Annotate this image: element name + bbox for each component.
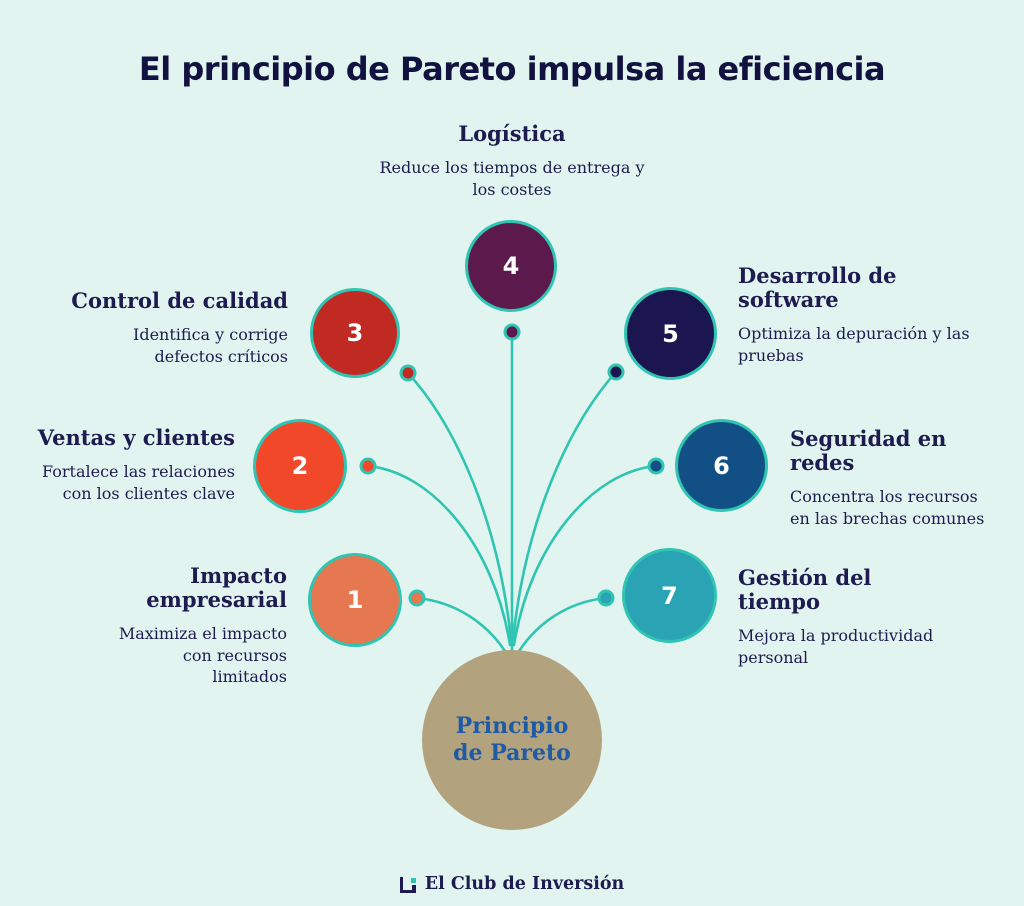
connector-line-1: [415, 596, 510, 658]
center-circle: Principio de Pareto: [422, 650, 602, 830]
node-circle-6: 6: [675, 419, 768, 512]
node-text-3: Control de calidad Identifica y corrige …: [68, 288, 288, 367]
node-text-2: Ventas y clientes Fortalece las relacion…: [20, 425, 235, 504]
connector-dot-7: [597, 589, 615, 607]
node-heading-2: Ventas y clientes: [37, 425, 235, 450]
node-description-1: Maximiza el impacto con recursos limitad…: [118, 624, 287, 687]
node-heading-1: Impacto empresarial: [146, 563, 287, 613]
connector-line-2: [366, 464, 512, 647]
node-text-4: Logística Reduce los tiempos de entrega …: [352, 121, 672, 200]
node-circle-2: 2: [253, 419, 347, 513]
page-title: El principio de Pareto impulsa la eficie…: [138, 50, 886, 88]
node-circle-5: 5: [624, 287, 717, 380]
connector-dot-6: [647, 457, 665, 475]
node-heading-6: Seguridad en redes: [790, 426, 947, 476]
node-circle-3: 3: [310, 288, 400, 378]
connector-dot-1: [408, 589, 426, 607]
footer-brand: El Club de Inversión: [0, 874, 1024, 894]
node-number-2: 2: [291, 452, 309, 480]
club-bracket-logo-icon: [399, 877, 416, 893]
node-description-4: Reduce los tiempos de entrega y los cost…: [379, 158, 645, 199]
center-label: Principio de Pareto: [453, 712, 571, 767]
node-heading-5: Desarrollo de software: [738, 263, 897, 313]
connector-line-7: [514, 596, 608, 658]
node-number-3: 3: [346, 319, 364, 347]
node-text-6: Seguridad en redes Concentra los recurso…: [790, 426, 1002, 529]
node-description-5: Optimiza la depuración y las pruebas: [738, 324, 970, 365]
connector-dot-2: [359, 457, 377, 475]
node-circle-4: 4: [465, 220, 557, 312]
node-number-7: 7: [661, 581, 678, 610]
connector-dot-4: [503, 323, 521, 341]
node-text-1: Impacto empresarial Maximiza el impacto …: [72, 563, 287, 688]
connector-line-5: [511, 370, 618, 642]
node-heading-4: Logística: [458, 121, 566, 146]
node-circle-7: 7: [622, 548, 717, 643]
node-number-4: 4: [502, 252, 520, 280]
node-description-3: Identifica y corrige defectos críticos: [133, 325, 288, 366]
connector-line-6: [512, 464, 658, 647]
node-description-6: Concentra los recursos en las brechas co…: [790, 487, 985, 528]
node-description-7: Mejora la productividad personal: [738, 626, 934, 667]
node-heading-7: Gestión del tiempo: [738, 565, 872, 615]
connector-line-3: [406, 371, 513, 642]
node-text-5: Desarrollo de software Optimiza la depur…: [738, 263, 978, 366]
node-number-1: 1: [346, 586, 364, 614]
node-number-6: 6: [713, 451, 730, 480]
node-number-5: 5: [662, 319, 679, 348]
node-description-2: Fortalece las relaciones con los cliente…: [42, 462, 235, 503]
connector-dot-5: [607, 363, 625, 381]
connector-dot-3: [399, 364, 417, 382]
brand-name: El Club de Inversión: [424, 874, 625, 894]
node-heading-3: Control de calidad: [71, 288, 288, 313]
node-text-7: Gestión del tiempo Mejora la productivid…: [738, 565, 940, 668]
node-circle-1: 1: [308, 553, 402, 647]
